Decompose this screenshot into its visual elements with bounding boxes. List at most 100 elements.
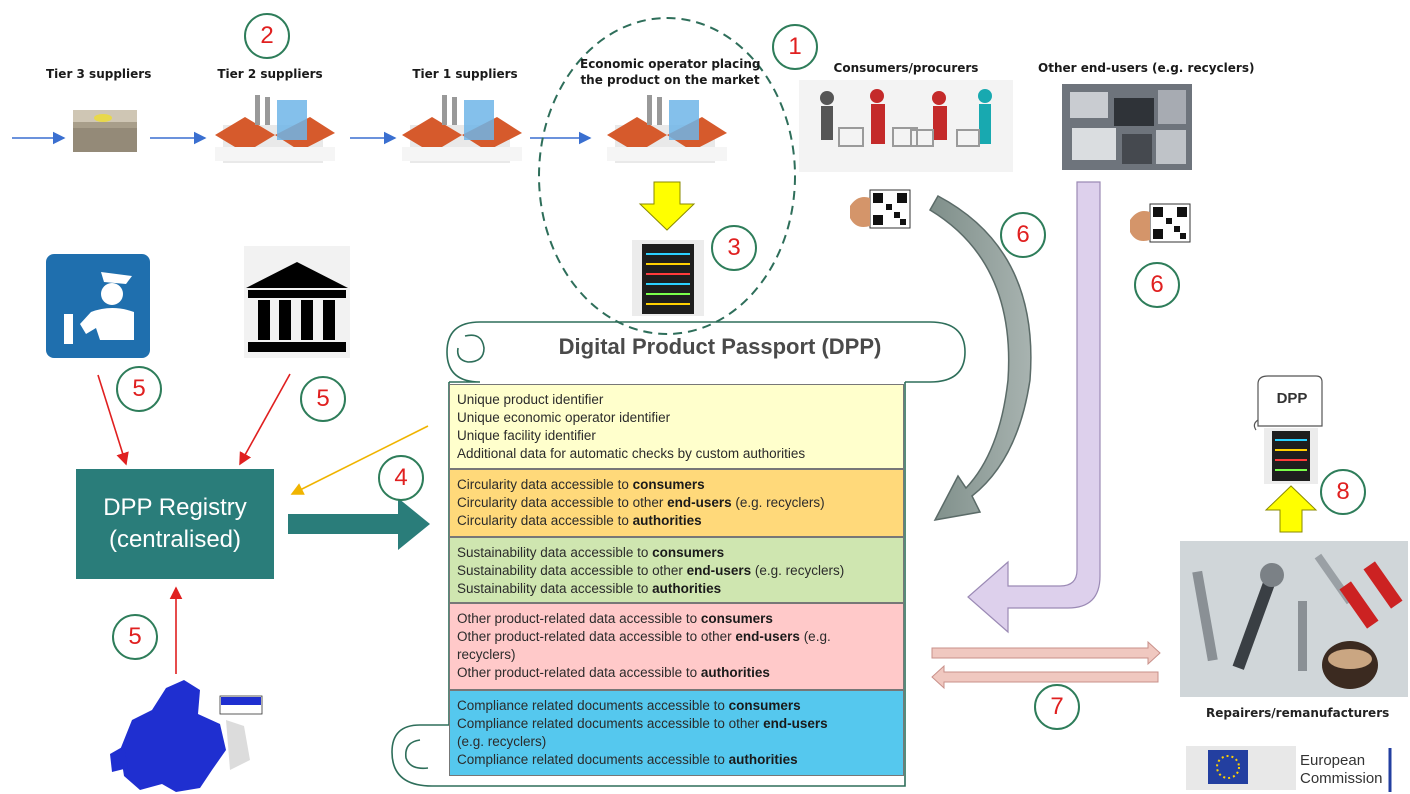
dpp-band: Other product-related data accessible to… bbox=[449, 603, 904, 690]
operator-label-line1: Economic operator placing bbox=[580, 57, 761, 71]
line-text-suffix: (e.g. recyclers) bbox=[731, 495, 825, 510]
line-emphasis: consumers bbox=[700, 611, 773, 626]
red-arrow-authority bbox=[239, 373, 291, 466]
line-text-suffix: (e.g. bbox=[799, 629, 831, 644]
step-4-circle: 4 bbox=[378, 455, 424, 501]
registry-line2: (centralised) bbox=[108, 526, 242, 553]
dpp-band-line: Circularity data accessible to other end… bbox=[457, 494, 895, 512]
consumers-image bbox=[799, 80, 1013, 172]
yellow-down-arrow bbox=[638, 181, 696, 231]
dpp-band-line: Compliance related documents accessible … bbox=[457, 715, 895, 733]
ec-text: European Commission bbox=[1300, 752, 1383, 788]
factory-icon bbox=[607, 95, 727, 163]
tier3-field-image bbox=[73, 110, 137, 152]
ewaste-image bbox=[1062, 84, 1192, 170]
line-text: Other product-related data accessible to bbox=[457, 611, 701, 626]
step-3-circle: 3 bbox=[711, 225, 757, 271]
step-5-circle-eu: 5 bbox=[112, 614, 158, 660]
line-text: Circularity data accessible to bbox=[457, 513, 633, 528]
line-text: Other product-related data accessible to bbox=[457, 665, 701, 680]
line-emphasis: end-users bbox=[667, 495, 732, 510]
line-emphasis: consumers bbox=[632, 477, 705, 492]
dpp-band-line: Other product-related data accessible to… bbox=[457, 664, 895, 682]
step-7-circle: 7 bbox=[1034, 684, 1080, 730]
qr-scan-icon bbox=[1128, 200, 1204, 246]
line-emphasis: end-users bbox=[763, 716, 828, 731]
tier1-label: Tier 1 suppliers bbox=[412, 67, 518, 81]
step-8-circle: 8 bbox=[1320, 469, 1366, 515]
dpp-band-line: Additional data for automatic checks by … bbox=[457, 445, 895, 463]
step-5-circle-authority: 5 bbox=[300, 376, 346, 422]
dpp-band: Sustainability data accessible to consum… bbox=[449, 537, 904, 603]
mini-dpp-scroll bbox=[1253, 375, 1323, 431]
dpp-band-line: (e.g. recyclers) bbox=[457, 733, 895, 751]
line-text: Unique facility identifier bbox=[457, 428, 596, 443]
line-emphasis: authorities bbox=[652, 581, 722, 596]
dpp-band: Compliance related documents accessible … bbox=[449, 690, 904, 776]
dpp-band-line: Circularity data accessible to authoriti… bbox=[457, 512, 895, 530]
line-text: (e.g. recyclers) bbox=[457, 734, 547, 749]
server-icon bbox=[632, 240, 704, 316]
dpp-band-line: Compliance related documents accessible … bbox=[457, 751, 895, 769]
dpp-band-line: Other product-related data accessible to… bbox=[457, 628, 895, 646]
operator-label-line2: the product on the market bbox=[580, 73, 760, 87]
step-6-circle-consumers: 6 bbox=[1000, 212, 1046, 258]
step-1-circle: 1 bbox=[772, 24, 818, 70]
dpp-band-line: Circularity data accessible to consumers bbox=[457, 476, 895, 494]
consumers-label: Consumers/procurers bbox=[833, 61, 979, 75]
line-text: Sustainability data accessible to bbox=[457, 545, 653, 560]
line-text: Unique economic operator identifier bbox=[457, 410, 671, 425]
line-text: Sustainability data accessible to other bbox=[457, 563, 687, 578]
operator-ellipse bbox=[538, 17, 796, 335]
line-emphasis: consumers bbox=[728, 698, 801, 713]
line-emphasis: authorities bbox=[700, 665, 770, 680]
dpp-band-line: Sustainability data accessible to other … bbox=[457, 562, 895, 580]
red-arrow-customs bbox=[97, 374, 129, 466]
ec-line1: European bbox=[1300, 752, 1366, 769]
line-text: Compliance related documents accessible … bbox=[457, 752, 729, 767]
repairers-label: Repairers/remanufacturers bbox=[1206, 706, 1390, 720]
qr-scan-icon bbox=[848, 186, 924, 232]
step-6-circle-others: 6 bbox=[1134, 262, 1180, 308]
tier3-label: Tier 3 suppliers bbox=[46, 67, 152, 81]
customs-officer-icon bbox=[46, 254, 150, 358]
dpp-title: Digital Product Passport (DPP) bbox=[558, 334, 882, 359]
dpp-band-line: Other product-related data accessible to… bbox=[457, 610, 895, 628]
orange-arrow bbox=[290, 425, 429, 495]
dpp-band-line: Unique facility identifier bbox=[457, 427, 895, 445]
factory-icon bbox=[215, 95, 335, 163]
other-users-label: Other end-users (e.g. recyclers) bbox=[1038, 61, 1255, 75]
line-emphasis: authorities bbox=[632, 513, 702, 528]
server-icon bbox=[1264, 428, 1318, 484]
line-text: Circularity data accessible to other bbox=[457, 495, 668, 510]
line-text-suffix: (e.g. recyclers) bbox=[751, 563, 845, 578]
line-text: Unique product identifier bbox=[457, 392, 604, 407]
line-emphasis: consumers bbox=[652, 545, 725, 560]
line-text: recyclers) bbox=[457, 647, 516, 662]
line-text: Other product-related data accessible to… bbox=[457, 629, 736, 644]
dpp-band-line: Compliance related documents accessible … bbox=[457, 697, 895, 715]
double-arrows bbox=[931, 640, 1161, 690]
teal-arrow bbox=[288, 498, 430, 550]
dpp-band-line: recyclers) bbox=[457, 646, 895, 664]
factory-icon bbox=[402, 95, 522, 163]
line-text: Sustainability data accessible to bbox=[457, 581, 653, 596]
line-emphasis: end-users bbox=[735, 629, 800, 644]
line-emphasis: authorities bbox=[728, 752, 798, 767]
eu-map-icon bbox=[110, 680, 263, 792]
step-2-circle: 2 bbox=[244, 13, 290, 59]
step-5-circle-customs: 5 bbox=[116, 366, 162, 412]
line-text: Circularity data accessible to bbox=[457, 477, 633, 492]
government-building-icon bbox=[244, 246, 350, 358]
dpp-band-line: Sustainability data accessible to author… bbox=[457, 580, 895, 598]
european-commission-logo bbox=[1186, 746, 1392, 792]
dpp-registry-box: DPP Registry (centralised) bbox=[76, 469, 274, 579]
line-text: Compliance related documents accessible … bbox=[457, 698, 729, 713]
operator-label: Economic operator placing the product on… bbox=[580, 56, 760, 88]
dpp-band: Circularity data accessible to consumers… bbox=[449, 469, 904, 537]
gray-curved-arrow bbox=[928, 194, 1032, 522]
tools-icon bbox=[1180, 541, 1408, 697]
dpp-band-line: Unique economic operator identifier bbox=[457, 409, 895, 427]
ec-line2: Commission bbox=[1300, 770, 1383, 787]
